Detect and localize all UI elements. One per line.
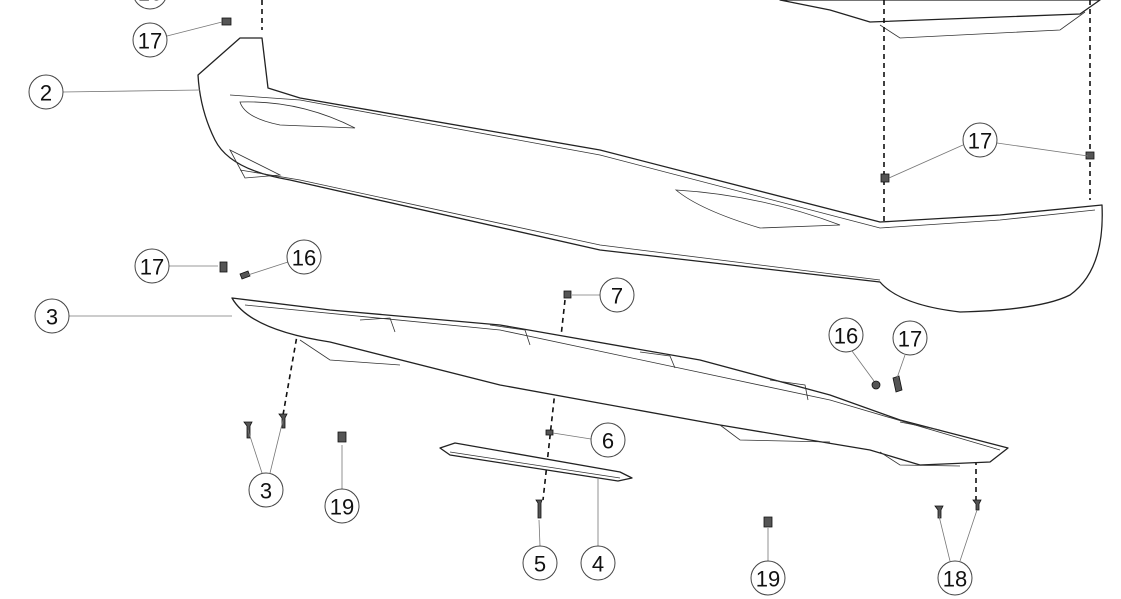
upper-body-panel [779,0,1101,23]
callout-3-screws: 3 [248,472,284,508]
callout-label: 17 [140,255,164,280]
callout-17-right: 17 [962,122,998,158]
callout-17-lower-right: 17 [892,320,928,356]
callout-2: 2 [28,74,64,110]
fasteners [219,17,1095,528]
lower-valance-detail-lines [244,304,1001,467]
callout-label: 4 [592,552,604,577]
bolt [535,499,543,519]
callout-16-left: 16 [286,239,322,275]
callout-3: 3 [34,298,70,334]
retainer [763,516,773,528]
callout-label: 6 [602,429,614,454]
bumper-cover-detail-lines [229,94,1096,281]
screw [934,505,944,519]
callout-label: 17 [138,29,162,54]
callout-18: 18 [937,560,973,596]
callout-label: 3 [46,305,58,330]
callout-label: 19 [756,567,780,592]
push-pin [239,270,251,280]
callout-5: 5 [522,545,558,581]
alignment-line [261,0,1091,501]
push-pin [871,380,881,390]
lower-valance [231,297,1009,466]
leader-lines [62,21,1089,562]
callout-label: 7 [611,284,623,309]
callout-label: 16 [834,324,858,349]
callout-19-right: 19 [750,560,786,596]
skid-plate-edge [449,451,621,479]
callout-6: 6 [590,422,626,458]
callout-label: 17 [968,129,992,154]
clip [219,261,228,273]
upper-body-panel-edge [879,11,1086,39]
callout-label: 19 [330,495,354,520]
callout-17-top: 17 [132,22,168,58]
callout-label: 17 [898,327,922,352]
callout-16-right: 16 [828,317,864,353]
bumper-cover [197,37,1103,313]
callout-16-top: 16 [134,0,166,10]
screw [972,499,982,511]
callout-label: 5 [534,552,546,577]
nut [545,429,554,436]
clip [880,173,890,183]
callout-7: 7 [599,277,635,313]
callout-4: 4 [580,545,616,581]
callout-label: 3 [260,479,272,504]
clip [221,17,232,26]
callout-label: 16 [292,246,316,271]
skid-plate [439,442,633,482]
callout-label: 2 [40,81,52,106]
callout-label: 18 [943,567,967,592]
callout-19-left: 19 [324,488,360,524]
clip [892,375,903,393]
callout-17-left: 17 [134,248,170,284]
retainer [337,431,347,443]
callout-label: 16 [138,0,162,6]
clip [563,290,572,299]
